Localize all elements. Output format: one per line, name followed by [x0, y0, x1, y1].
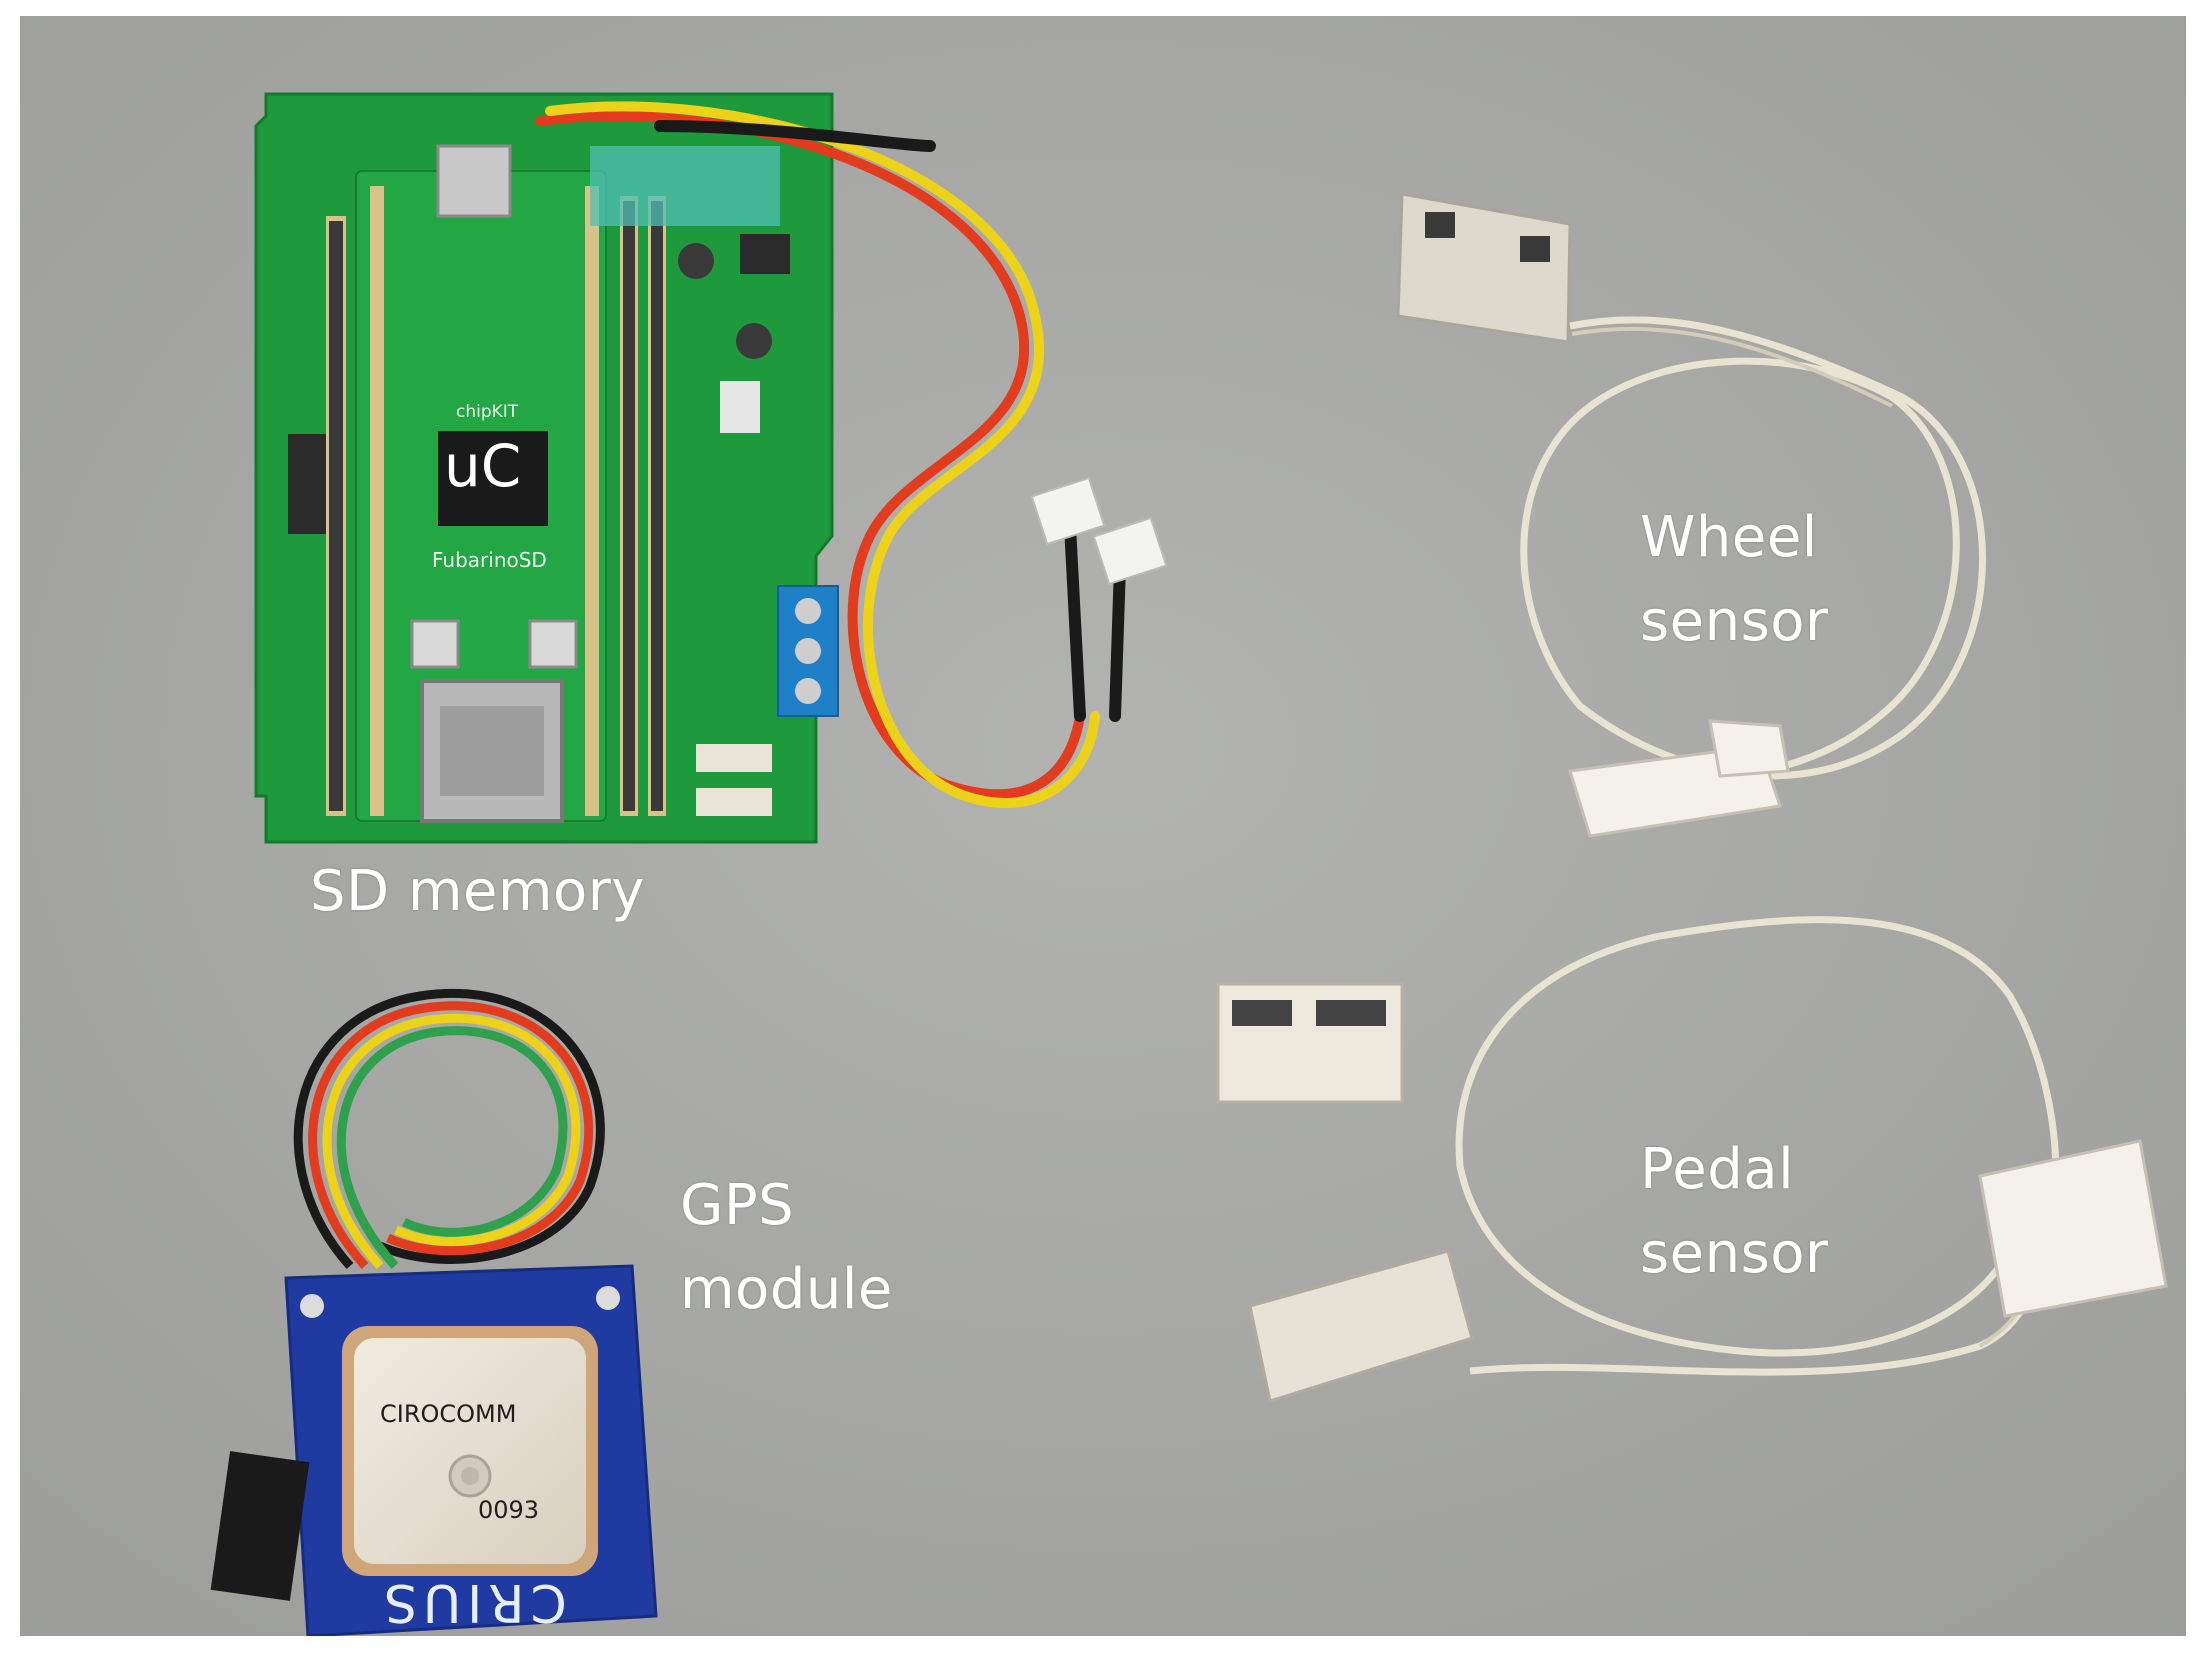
- pedal-sensor: [1248, 916, 2168, 1403]
- sd-memory-label: SD memory: [310, 859, 645, 924]
- wheel-sensor-label: Wheel sensor: [1640, 496, 1829, 664]
- pedal-sensor-label: Pedal sensor: [1640, 1128, 1829, 1296]
- pedal-sensor-label-line2: sensor: [1640, 1221, 1829, 1286]
- gps-module-label-line2: module: [680, 1257, 893, 1322]
- gps-chip-code: 0093: [478, 1496, 540, 1524]
- wheel-sensor: [1396, 192, 1986, 838]
- board-name-print: FubarinoSD: [432, 548, 547, 572]
- board-brand-print: chipKIT: [456, 402, 519, 422]
- microcontroller-chip: [438, 431, 548, 526]
- gps-module-label: GPS module: [680, 1164, 893, 1332]
- wheel-sensor-label-line1: Wheel: [1640, 505, 1818, 570]
- usb-connector: [436, 144, 512, 218]
- gps-chip-brand: CIROCOMM: [380, 1400, 517, 1428]
- uc-chip-label: uC: [444, 432, 522, 500]
- photo: [20, 16, 2186, 1636]
- pedal-sensor-label-line1: Pedal: [1640, 1137, 1795, 1202]
- board-cable: [535, 101, 1126, 809]
- wheel-sensor-label-line2: sensor: [1640, 589, 1829, 654]
- white-connector: [1030, 476, 1106, 546]
- gps-module-label-line1: GPS: [680, 1173, 795, 1238]
- gps-board-brand: CRIUS: [378, 1572, 567, 1632]
- gps-module: [210, 988, 658, 1636]
- fubarino-board: [254, 92, 839, 844]
- pedal-magnet: [1216, 982, 1404, 1104]
